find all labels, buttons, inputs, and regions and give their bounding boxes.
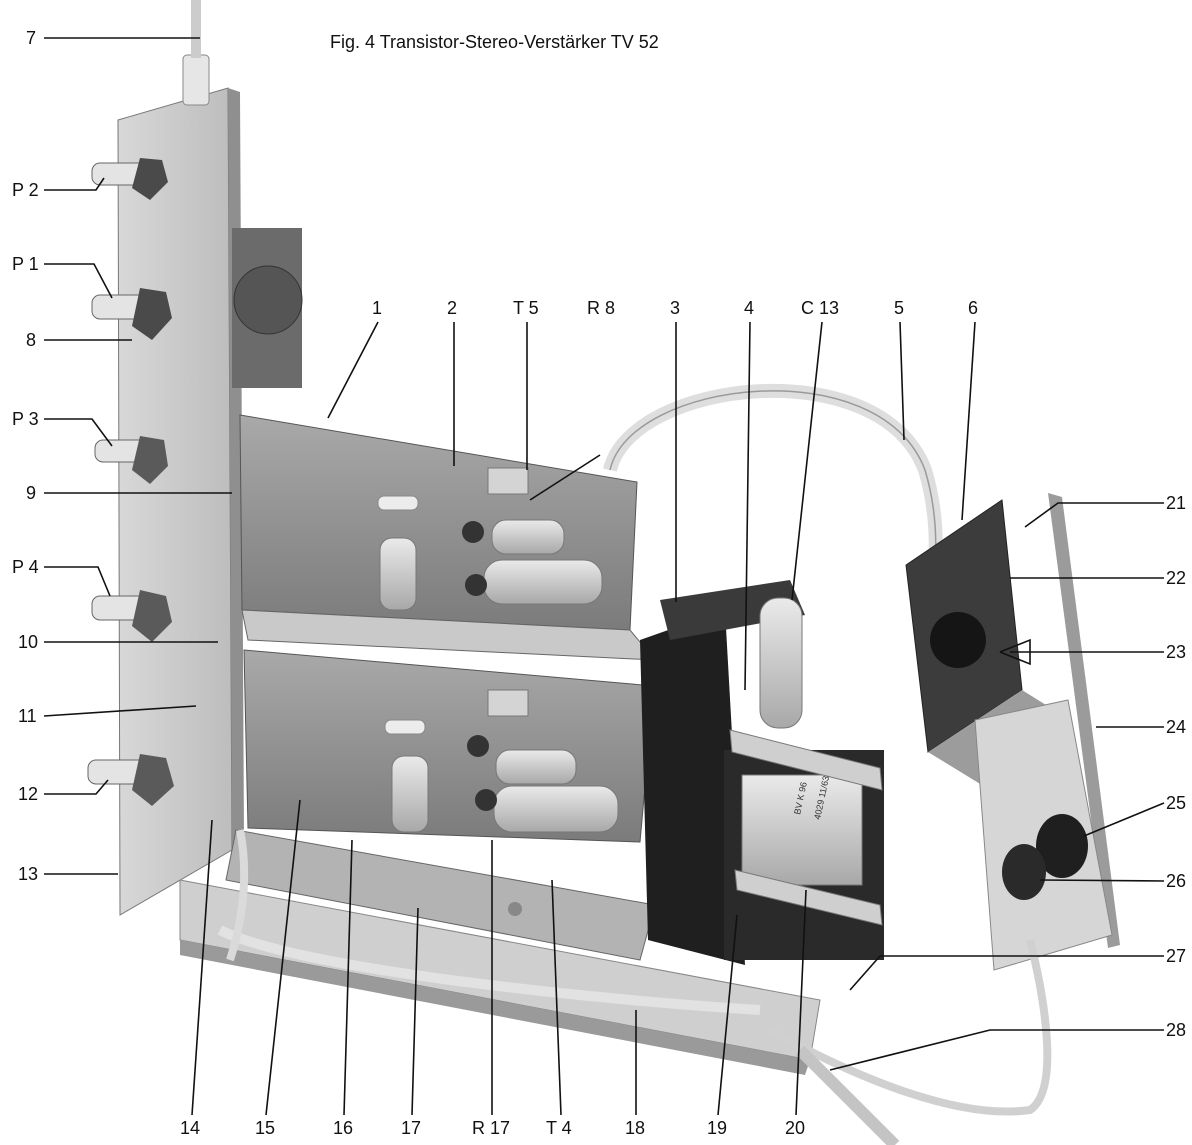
label-16: 16 — [333, 1118, 354, 1138]
label-p3: P 3 — [12, 409, 39, 429]
wiring-harness — [217, 925, 761, 1015]
rear-panel — [974, 493, 1120, 971]
label-25: 25 — [1166, 793, 1187, 813]
upper-circuit-board — [239, 414, 657, 661]
label-13: 13 — [18, 864, 39, 884]
label-2: 2 — [447, 298, 458, 318]
label-18: 18 — [625, 1118, 646, 1138]
label-24: 24 — [1166, 717, 1187, 737]
figure-title: Fig. 4 Transistor-Stereo-Verstärker TV 5… — [330, 32, 659, 52]
label-p4: P 4 — [12, 557, 39, 577]
label-7: 7 — [26, 28, 37, 48]
label-c13: C 13 — [801, 298, 840, 318]
control-12 — [87, 754, 174, 806]
potentiometer-p3 — [94, 436, 168, 484]
potentiometer-p2 — [91, 158, 168, 200]
lower-circuit-board — [225, 649, 656, 961]
potentiometer-p4 — [91, 590, 172, 642]
label-p2: P 2 — [12, 180, 39, 200]
label-17: 17 — [401, 1118, 422, 1138]
shielded-cable — [603, 383, 943, 581]
label-22: 22 — [1166, 568, 1187, 588]
label-11: 11 — [18, 706, 37, 726]
label-6: 6 — [968, 298, 979, 318]
label-19: 19 — [707, 1118, 728, 1138]
potentiometer-p1 — [91, 288, 172, 340]
selector-switch — [232, 228, 303, 388]
mains-cable — [768, 939, 1052, 1116]
label-20: 20 — [785, 1118, 806, 1138]
leader-lines — [43, 37, 1165, 1116]
label-t5: T 5 — [513, 298, 539, 318]
label-10: 10 — [18, 632, 39, 652]
label-5: 5 — [894, 298, 905, 318]
label-21: 21 — [1166, 493, 1187, 513]
label-26: 26 — [1166, 871, 1187, 891]
label-3: 3 — [670, 298, 681, 318]
label-12: 12 — [18, 784, 39, 804]
label-r8: R 8 — [587, 298, 616, 318]
label-p1: P 1 — [12, 254, 39, 274]
label-1: 1 — [372, 298, 383, 318]
label-15: 15 — [255, 1118, 276, 1138]
label-28: 28 — [1166, 1020, 1187, 1040]
label-4: 4 — [744, 298, 755, 318]
label-23: 23 — [1166, 642, 1187, 662]
label-27: 27 — [1166, 946, 1187, 966]
label-r17: R 17 — [472, 1118, 511, 1138]
mains-transformer: BV K 96 4029 11/63 — [640, 580, 884, 965]
label-9: 9 — [26, 483, 37, 503]
label-14: 14 — [180, 1118, 201, 1138]
label-t4: T 4 — [546, 1118, 572, 1138]
label-8: 8 — [26, 330, 37, 350]
